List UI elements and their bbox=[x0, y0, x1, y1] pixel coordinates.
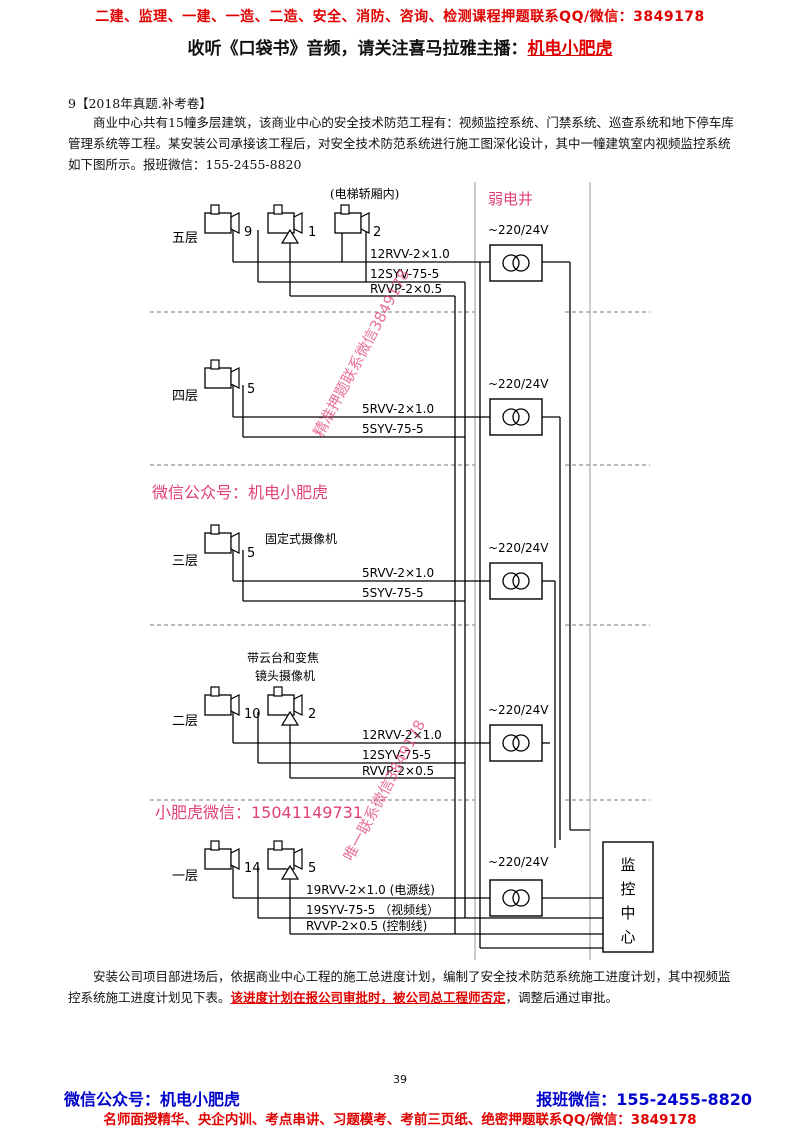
camera-count: 5 bbox=[247, 546, 255, 561]
header-audio-line: 收听《口袋书》音频，请关注喜马拉雅主播：机电小肥虎 bbox=[0, 34, 800, 59]
cable-label: RVVP-2×0.5 (控制线) bbox=[306, 919, 427, 933]
camera-icon bbox=[334, 204, 370, 234]
camera-count: 14 bbox=[244, 861, 261, 876]
camera-count: 1 bbox=[308, 225, 316, 240]
camera-icon bbox=[204, 840, 240, 870]
cable-label: 12SYV-75-5 bbox=[362, 748, 431, 762]
camera-count: 2 bbox=[373, 225, 381, 240]
svg-text:~220/24V: ~220/24V bbox=[488, 541, 549, 555]
transformer: ~220/24V bbox=[488, 855, 549, 917]
header-audio-prefix: 收听《口袋书》音频，请关注喜马拉雅主播： bbox=[187, 39, 528, 59]
svg-text:心: 心 bbox=[620, 928, 635, 946]
camera-count: 2 bbox=[308, 707, 316, 722]
camera-icon bbox=[267, 204, 303, 234]
camera-count: 10 bbox=[244, 707, 261, 722]
camera-icon bbox=[267, 840, 303, 870]
header-anchor-name: 机电小肥虎 bbox=[527, 39, 613, 59]
question-intro: 商业中心共有15幢多层建筑，该商业中心的安全技术防范工程有：视频监控系统、门禁系… bbox=[68, 115, 734, 172]
watermark-xiaofeihu-wechat: 小肥虎微信：15041149731 bbox=[155, 803, 363, 822]
footer-promo-line: 名师面授精华、央企内训、考点串讲、习题模考、考前三页纸、绝密押题联系QQ/微信：… bbox=[103, 1112, 697, 1128]
watermark-wechat-public: 微信公众号：机电小肥虎 bbox=[152, 483, 328, 502]
elevator-label: (电梯轿厢内) bbox=[330, 186, 399, 201]
question-outro: 安装公司项目部进场后，依据商业中心工程的施工总进度计划，编制了安全技术防范系统施… bbox=[68, 966, 738, 1008]
floor-label: 五层 bbox=[172, 231, 198, 246]
svg-text:~220/24V: ~220/24V bbox=[488, 223, 549, 237]
cable-label: RVVP-2×0.5 bbox=[370, 282, 442, 296]
floor-label: 四层 bbox=[172, 389, 198, 404]
floor-separators bbox=[150, 311, 650, 801]
transformer: ~220/24V bbox=[488, 223, 549, 282]
camera-count: 5 bbox=[247, 382, 255, 397]
shaft-label: 弱电井 bbox=[488, 190, 533, 208]
cable-label: 12SYV-75-5 bbox=[370, 267, 439, 281]
outro-text: 安装公司项目部进场后，依据商业中心工程的施工总进度计划，编制了安全技术防范系统施… bbox=[68, 969, 731, 1005]
svg-text:监: 监 bbox=[620, 856, 635, 874]
footer-enroll-wechat: 报班微信：155-2455-8820 bbox=[536, 1090, 752, 1109]
camera-count: 5 bbox=[308, 861, 316, 876]
cable-label: 19RVV-2×1.0 (电源线) bbox=[306, 883, 435, 897]
camera-icon bbox=[204, 204, 240, 234]
cable-label: 19SYV-75-5 （视频线） bbox=[306, 902, 439, 917]
question-heading: 9【2018年真题.补考卷】 bbox=[68, 96, 212, 111]
svg-text:~220/24V: ~220/24V bbox=[488, 703, 549, 717]
cable-label: 5SYV-75-5 bbox=[362, 586, 424, 600]
cable-label: RVVP-2×0.5 bbox=[362, 764, 434, 778]
camera-icon bbox=[204, 359, 240, 389]
camera-icon bbox=[204, 686, 240, 716]
transformer: ~220/24V bbox=[488, 377, 549, 436]
cable-label: 12RVV-2×1.0 bbox=[370, 247, 450, 261]
fixed-camera-label: 固定式摄像机 bbox=[265, 531, 337, 546]
cable-wiring bbox=[232, 230, 603, 949]
floor-label: 二层 bbox=[172, 714, 198, 729]
cable-label: 5RVV-2×1.0 bbox=[362, 402, 434, 416]
header-promo-line: 二建、监理、一建、一造、二造、安全、消防、咨询、检测课程押题联系QQ/微信：38… bbox=[95, 9, 705, 25]
svg-text:中: 中 bbox=[620, 904, 635, 922]
svg-text:控: 控 bbox=[620, 880, 635, 898]
floor-label: 一层 bbox=[172, 869, 198, 884]
cable-label: 12RVV-2×1.0 bbox=[362, 728, 442, 742]
svg-text:~220/24V: ~220/24V bbox=[488, 855, 549, 869]
footer-wechat-public: 微信公众号：机电小肥虎 bbox=[64, 1090, 241, 1109]
cctv-system-diagram: (电梯轿厢内) 弱电井 ~220/24V ~220/24V ~220/24V ~… bbox=[150, 182, 654, 960]
cable-label: 5SYV-75-5 bbox=[362, 422, 424, 436]
floor-label: 三层 bbox=[172, 554, 198, 569]
control-center: 监 控 中 心 bbox=[602, 841, 654, 953]
transformer: ~220/24V bbox=[488, 703, 549, 762]
ptz-camera-label: 带云台和变焦 bbox=[247, 650, 319, 665]
outro-highlight: 该进度计划在报公司审批时，被公司总工程师否定 bbox=[230, 990, 506, 1005]
svg-text:~220/24V: ~220/24V bbox=[488, 377, 549, 391]
camera-icon bbox=[267, 686, 303, 716]
outro-tail: ，调整后通过审批。 bbox=[505, 990, 619, 1005]
transformer: ~220/24V bbox=[488, 541, 549, 600]
cable-label: 5RVV-2×1.0 bbox=[362, 566, 434, 580]
camera-count: 9 bbox=[244, 225, 252, 240]
page-number: 39 bbox=[393, 1073, 407, 1086]
ptz-camera-label: 镜头摄像机 bbox=[255, 668, 315, 683]
camera-icon bbox=[204, 524, 240, 554]
